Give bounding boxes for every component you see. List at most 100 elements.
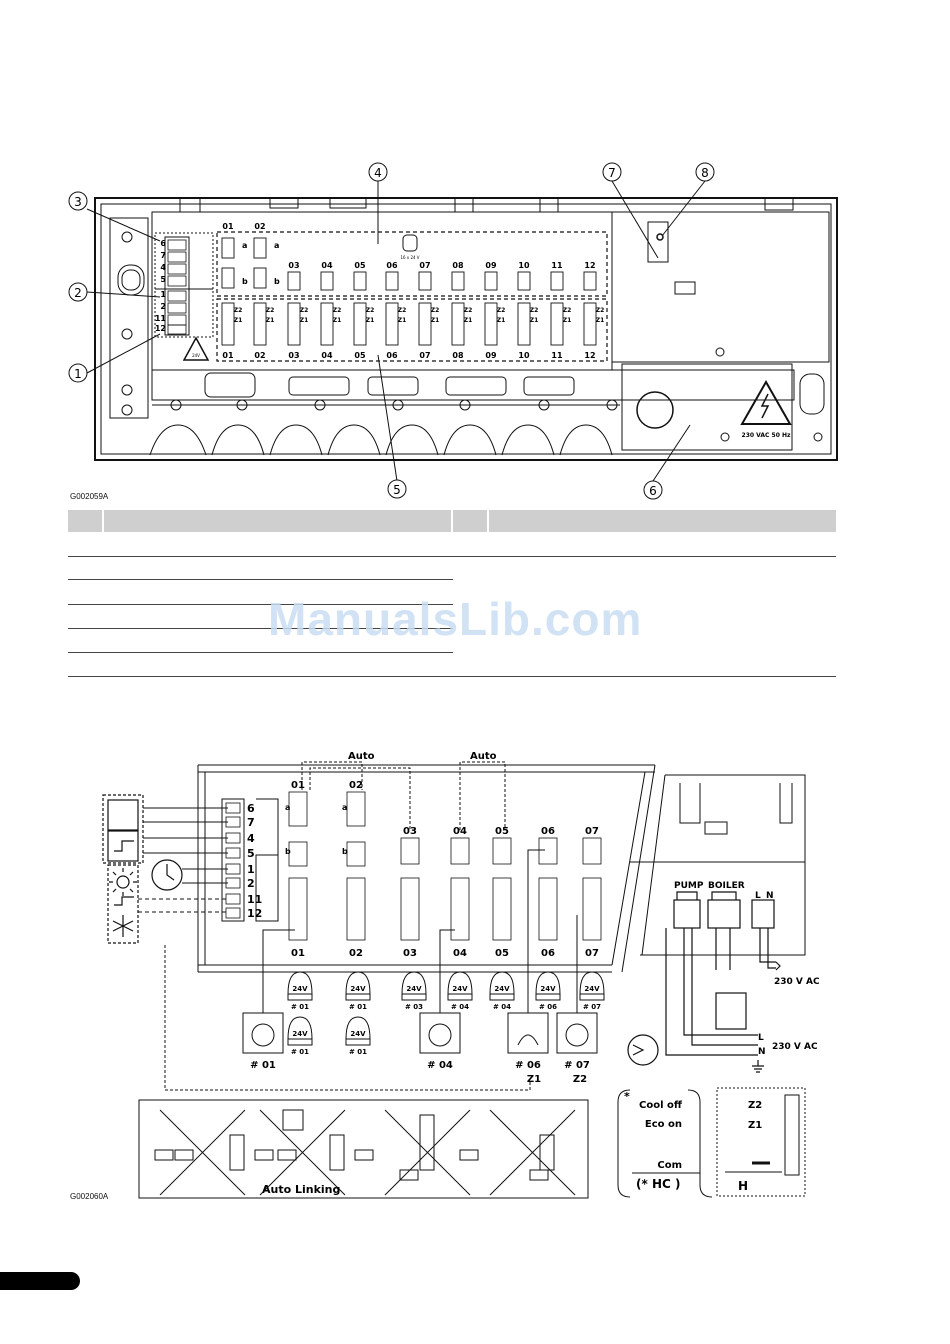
auto-label-left: Auto <box>348 751 375 762</box>
bottom-channel-label: 01 <box>222 351 234 360</box>
f2-channel-label: 05 <box>495 826 509 837</box>
zone-label-z2: Z2 <box>266 307 275 314</box>
zone-label-z1: Z1 <box>563 317 572 324</box>
bottom-channel-label: 04 <box>321 351 333 360</box>
zone-label-z1: Z1 <box>234 317 243 324</box>
zone-label-z2: Z2 <box>530 307 539 314</box>
f2-connector <box>582 837 602 865</box>
actuator-id: # 01 <box>349 1003 367 1011</box>
f2-connector-lower <box>492 877 512 941</box>
zone-label-z1: Z1 <box>398 317 407 324</box>
bottom-connector <box>253 302 267 346</box>
f2-left-terminal-number: 7 <box>247 816 255 829</box>
callout-6: 6 <box>649 484 657 498</box>
legend-table-row-rule <box>68 676 836 677</box>
actuator-id: # 01 <box>291 1003 309 1011</box>
row-letter-b2: b <box>274 277 280 286</box>
f2-left-terminal-number: 11 <box>247 893 262 906</box>
warning-24v: 24V <box>192 353 200 358</box>
f2-row-b1: b <box>285 847 291 856</box>
f2-channel-label: 04 <box>453 826 467 837</box>
top-connector <box>353 271 367 291</box>
f2-channel-label: 03 <box>403 826 417 837</box>
f2-channel-label: 07 <box>585 826 599 837</box>
f2-bottom-channel-label: 07 <box>585 948 599 959</box>
fuse-label: 16 x 24 V <box>400 255 419 260</box>
actuator-base <box>345 993 371 1001</box>
bottom-connector <box>484 302 498 346</box>
zone-label-z2: Z2 <box>596 307 605 314</box>
top-connector <box>550 271 564 291</box>
callout-3: 3 <box>74 195 82 209</box>
f2-connector <box>538 837 558 865</box>
legend-table-row-rule <box>68 579 453 580</box>
actuator-voltage: 24V <box>452 985 468 993</box>
actuator <box>345 971 371 995</box>
bottom-connector <box>353 302 367 346</box>
zone-label-z2: Z2 <box>366 307 375 314</box>
left-terminal-number: 11 <box>155 314 167 323</box>
legend-table-row-rule <box>68 652 453 653</box>
actuator-voltage: 24V <box>292 1030 308 1038</box>
thermostat-01-label: # 01 <box>250 1060 276 1071</box>
actuator <box>345 1016 371 1040</box>
actuator-voltage: 24V <box>494 985 510 993</box>
zone-label-z1: Z1 <box>464 317 473 324</box>
zone-label-z2: Z2 <box>431 307 440 314</box>
left-terminal-number: 4 <box>160 263 166 272</box>
bottom-connector <box>418 302 432 346</box>
bottom-channel-label: 02 <box>254 351 265 360</box>
figure-2-code: G002060A <box>70 1192 109 1201</box>
page-tab <box>0 1272 80 1290</box>
zone-label-z2: Z2 <box>497 307 506 314</box>
zone-mark-z1: Z1 <box>527 1074 541 1085</box>
row-letter-a1: a <box>242 241 247 250</box>
actuator-id: # 04 <box>493 1003 511 1011</box>
f2-bottom-channel-label: 05 <box>495 948 509 959</box>
actuator <box>579 971 605 995</box>
left-terminal-number: 1 <box>160 290 166 299</box>
pump-label: PUMP <box>674 881 704 891</box>
zone-label-z1: Z1 <box>266 317 275 324</box>
figure-1-code: G002059A <box>70 492 109 501</box>
f2-left-terminal-number: 4 <box>247 832 255 845</box>
actuator <box>287 1016 313 1040</box>
top-connector <box>385 271 399 291</box>
f2-left-terminal-number: 6 <box>247 802 255 815</box>
actuator <box>447 971 473 995</box>
f2-bottom-channel-label: 03 <box>403 948 417 959</box>
zone-label-z2: Z2 <box>563 307 572 314</box>
f2-left-terminal-number: 2 <box>247 877 255 890</box>
f2-left-terminal <box>225 893 241 905</box>
bottom-connector <box>451 302 465 346</box>
actuator-voltage: 24V <box>584 985 600 993</box>
f2-left-terminal-number: 1 <box>247 863 255 876</box>
row-letter-b1: b <box>242 277 248 286</box>
left-terminal-number: 12 <box>155 324 166 333</box>
actuator-base <box>345 1038 371 1046</box>
actuator-voltage: 24V <box>350 1030 366 1038</box>
actuator <box>489 971 515 995</box>
actuator-base <box>401 993 427 1001</box>
ground-l-label: L <box>758 1033 764 1043</box>
thermostat-04-label: # 04 <box>427 1060 453 1071</box>
top-channel-label: 06 <box>386 261 398 270</box>
top-channel-label: 03 <box>288 261 299 270</box>
actuator <box>535 971 561 995</box>
thermostat-07-label: # 07 <box>564 1060 590 1071</box>
row-letter-a2: a <box>274 241 279 250</box>
n-label: N <box>766 891 774 901</box>
f2-row-a1: a <box>285 803 290 812</box>
zone-label-z2: Z2 <box>333 307 342 314</box>
boiler-ac-label: 230 V AC <box>774 977 820 987</box>
callout-4: 4 <box>374 166 382 180</box>
f2-connector <box>492 837 512 865</box>
bottom-connector <box>517 302 531 346</box>
top-channel-label: 04 <box>321 261 333 270</box>
f2-channel-label: 01 <box>291 780 305 791</box>
top-channel-label: 01 <box>222 222 234 231</box>
boiler-label: BOILER <box>708 881 745 891</box>
bottom-channel-label: 03 <box>288 351 299 360</box>
